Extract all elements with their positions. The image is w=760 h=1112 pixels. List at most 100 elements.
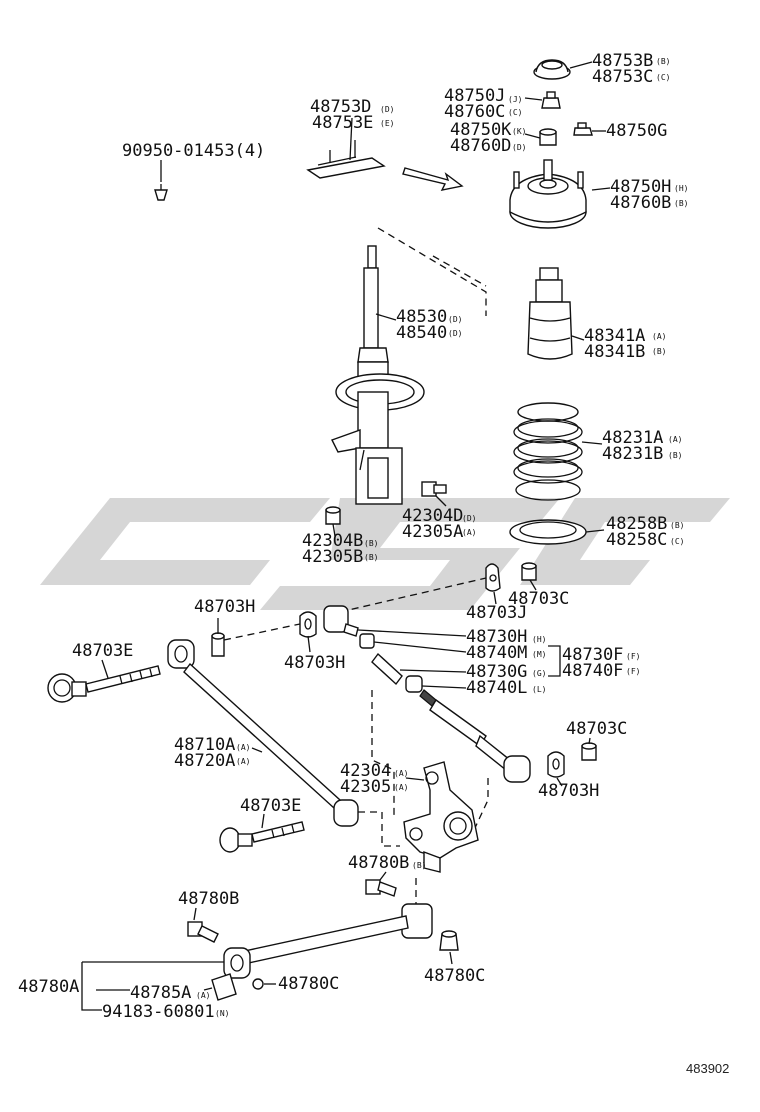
leader-48750J <box>524 97 543 101</box>
label-42304B: 42304B <box>302 531 363 551</box>
leader-48753 <box>569 61 593 69</box>
dash-left-bushing <box>223 623 301 641</box>
mark-48720A: (A) <box>236 757 250 766</box>
leader-48753D <box>349 117 353 161</box>
leader-48730G <box>399 669 467 673</box>
mark-48750K: (K) <box>512 127 526 136</box>
nut-48750J <box>541 91 561 109</box>
mark-48730G: (G) <box>532 669 546 678</box>
mark-42305A: (A) <box>462 528 476 537</box>
label-90950: 90950-01453(4) <box>122 141 265 161</box>
label-48730H: 48730H <box>466 627 527 647</box>
nut-42304B <box>325 506 341 525</box>
label-48530: 48530 <box>396 307 447 327</box>
label-48753D: 48753D <box>310 97 371 117</box>
direction-arrow <box>402 167 464 191</box>
mark-48753D: (D) <box>380 105 394 114</box>
leader-48341A <box>571 335 585 341</box>
mark-48760B: (B) <box>674 199 688 208</box>
mark-48341A: (A) <box>652 332 666 341</box>
label-48740M: 48740M <box>466 643 527 663</box>
label-48258B: 48258B <box>606 514 667 534</box>
label-42304: 42304 <box>340 761 391 781</box>
label-48703E-top: 48703E <box>72 641 133 661</box>
mark-42305B: (B) <box>364 553 378 562</box>
lower-link-48780A <box>223 903 433 979</box>
cam-plate-48785A <box>211 973 237 1001</box>
mark-42304: (A) <box>394 769 408 778</box>
leader-48258B <box>585 529 605 533</box>
mark-48750J: (J) <box>508 95 522 104</box>
label-48760C: 48760C <box>444 102 505 122</box>
label-48760B: 48760B <box>610 193 671 213</box>
dash-knuckle-1 <box>371 690 395 818</box>
dash-upper-link <box>339 577 487 613</box>
leader-48703C-top <box>529 579 537 591</box>
label-42305: 42305 <box>340 777 391 797</box>
mark-48753C: (C) <box>656 73 670 82</box>
leader-48780B-left <box>193 907 197 921</box>
mark-48785A: (A) <box>196 991 210 1000</box>
label-48703E-bottom: 48703E <box>240 796 301 816</box>
leader-48231A <box>581 441 603 445</box>
label-48703H-left: 48703H <box>194 597 255 617</box>
strut-mount-48750H <box>509 159 587 229</box>
mark-48753B: (B) <box>656 57 670 66</box>
mark-48740L: (L) <box>532 685 546 694</box>
bushing-48703J <box>485 563 501 592</box>
label-48703H-right: 48703H <box>538 781 599 801</box>
label-42305A: 42305A <box>402 522 463 542</box>
label-48341A: 48341A <box>584 326 645 346</box>
leader-42304D <box>435 495 447 507</box>
mark-48753E: (E) <box>380 119 394 128</box>
bracket-48753D <box>306 140 386 179</box>
lower-arm-48710A <box>167 639 359 827</box>
dash-knuckle-3 <box>473 778 489 831</box>
leader-48703H-mid <box>307 635 311 653</box>
bushing-48703C-top <box>521 562 537 581</box>
mark-48530: (D) <box>448 315 462 324</box>
leader-48740L <box>421 685 467 689</box>
leader-48785A <box>203 987 213 991</box>
bolt-48703E-bottom <box>219 821 305 853</box>
arm-48730H <box>323 605 531 783</box>
dash-strut-top <box>377 227 487 316</box>
label-48750K: 48750K <box>450 120 512 140</box>
label-48231A: 48231A <box>602 428 663 448</box>
leader-48703H-right <box>556 777 563 787</box>
mark-94183: (N) <box>215 1009 229 1018</box>
reference-number: 483902 <box>686 1061 729 1076</box>
dash-knuckle-2 <box>358 811 400 847</box>
bolt-48780B-left <box>187 921 219 943</box>
mark-48740F: (F) <box>626 667 640 676</box>
label-48750J: 48750J <box>444 86 505 106</box>
bolt-42304D <box>421 481 447 497</box>
label-48258C: 48258C <box>606 530 667 550</box>
mark-48710A: (A) <box>236 743 250 752</box>
nut-48780C-right <box>439 930 459 951</box>
label-48750G: 48750G <box>606 121 667 141</box>
mark-42304B: (B) <box>364 539 378 548</box>
dash-strut-mount <box>432 255 487 287</box>
label-48231B: 48231B <box>602 444 663 464</box>
mark-42304D: (D) <box>462 514 476 523</box>
nut-48750G <box>573 122 593 136</box>
leader-48703E-top <box>101 659 109 679</box>
mark-48231B: (B) <box>668 451 682 460</box>
leader-48780C-right <box>449 951 453 965</box>
leader-94183 <box>81 962 102 1011</box>
bushing-48703H-left <box>211 632 225 657</box>
label-42304D: 42304D <box>402 506 463 526</box>
label-48753C: 48753C <box>592 67 653 87</box>
label-42305B: 42305B <box>302 547 363 567</box>
leader-48750H <box>591 187 611 191</box>
mark-48780B-mid: (B) <box>412 861 426 870</box>
watermark-logo <box>40 498 730 610</box>
mark-48258C: (C) <box>670 537 684 546</box>
bump-stopper-48341A <box>527 267 573 360</box>
label-48540: 48540 <box>396 323 447 343</box>
bolt-48780B-mid <box>365 879 397 897</box>
label-94183: 94183-60801 <box>102 1002 215 1022</box>
